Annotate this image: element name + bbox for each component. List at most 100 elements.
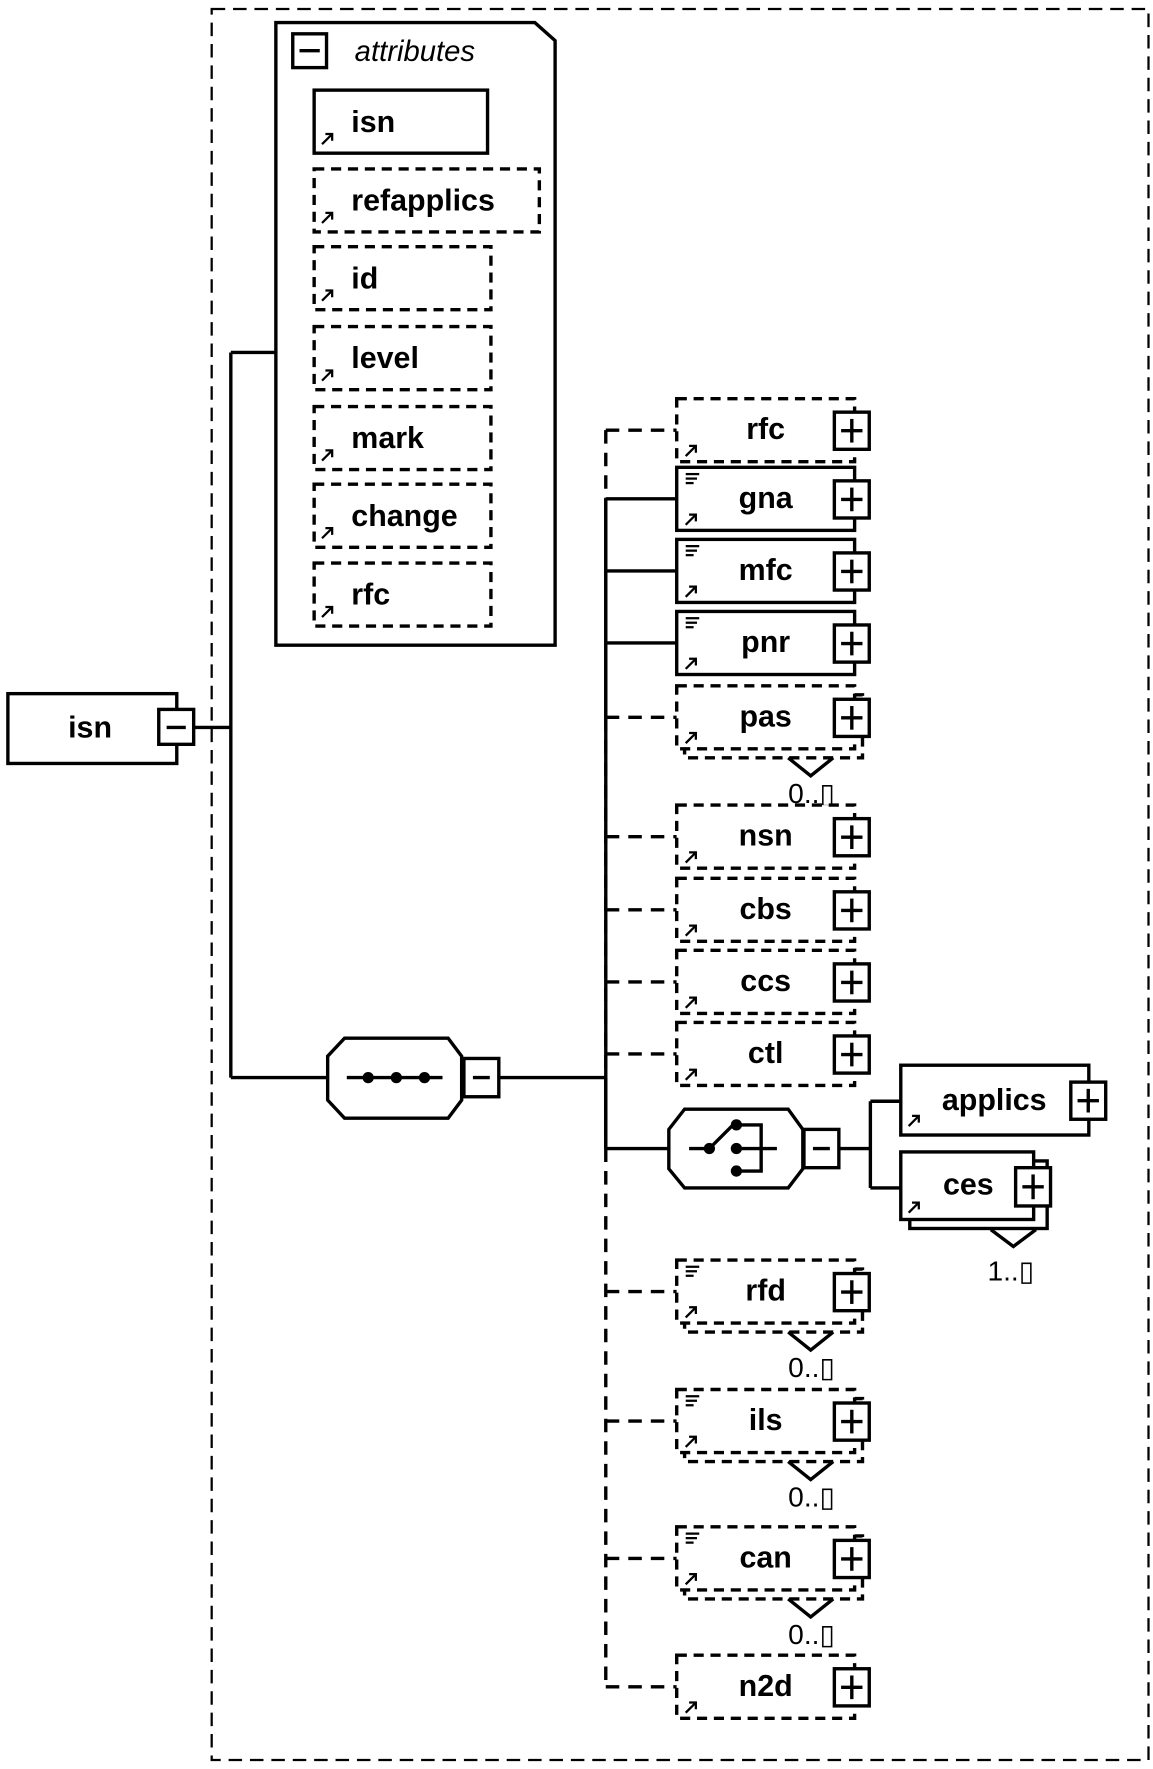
attribute-label: mark bbox=[351, 421, 424, 455]
expand-button[interactable] bbox=[832, 551, 871, 592]
plus-icon bbox=[841, 1042, 863, 1067]
doc-lines-icon bbox=[685, 1395, 700, 1407]
complex-type-border bbox=[210, 7, 1150, 1762]
plus-icon bbox=[841, 418, 863, 443]
element-cbs[interactable]: cbs bbox=[675, 876, 871, 944]
plus-icon bbox=[841, 898, 863, 923]
arrow-link-icon bbox=[321, 605, 334, 618]
doc-lines-icon bbox=[685, 545, 700, 557]
arrow-link-icon bbox=[684, 1306, 697, 1319]
element-ctl[interactable]: ctl bbox=[675, 1020, 871, 1088]
attribute-refapplics[interactable]: refapplics bbox=[312, 167, 542, 234]
occurrence-label: 1..▯ bbox=[987, 1255, 1034, 1286]
plus-icon bbox=[841, 970, 863, 995]
plus-icon bbox=[841, 631, 863, 656]
plus-icon bbox=[841, 559, 863, 584]
arrow-link-icon bbox=[907, 1201, 920, 1214]
attribute-change[interactable]: change bbox=[312, 482, 493, 549]
occurrence-label: 0..▯ bbox=[788, 1619, 835, 1650]
element-nsn[interactable]: nsn bbox=[675, 803, 871, 870]
attribute-label: id bbox=[351, 261, 378, 295]
element-mfc[interactable]: mfc bbox=[675, 537, 871, 605]
expand-button[interactable] bbox=[832, 410, 871, 451]
arrow-link-icon bbox=[684, 731, 697, 744]
attribute-mark[interactable]: mark bbox=[312, 404, 493, 472]
element-applics[interactable]: applics bbox=[899, 1063, 1108, 1137]
expand-button[interactable] bbox=[832, 962, 871, 1003]
attribute-level[interactable]: level bbox=[312, 324, 493, 392]
sequence-collapse-button[interactable] bbox=[462, 1056, 501, 1099]
element-n2d[interactable]: n2d bbox=[675, 1653, 871, 1720]
expand-button[interactable] bbox=[832, 479, 871, 520]
arrow-link-icon bbox=[684, 585, 697, 598]
plus-icon bbox=[841, 1547, 863, 1571]
arrow-link-icon bbox=[684, 444, 697, 457]
attribute-rfc[interactable]: rfc bbox=[312, 561, 493, 628]
element-label: mfc bbox=[739, 553, 793, 587]
plus-icon bbox=[841, 487, 863, 512]
element-pnr[interactable]: pnr bbox=[675, 609, 871, 677]
plus-icon bbox=[841, 706, 863, 730]
expand-button[interactable] bbox=[1069, 1080, 1108, 1121]
attributes-collapse-button[interactable] bbox=[291, 32, 329, 70]
plus-icon bbox=[841, 1409, 863, 1434]
arrow-link-icon bbox=[321, 527, 334, 540]
sequence-compositor[interactable] bbox=[325, 1036, 464, 1120]
element-label: ils bbox=[749, 1403, 783, 1437]
attribute-id[interactable]: id bbox=[312, 244, 493, 312]
element-label: ccs bbox=[740, 964, 791, 998]
element-ccs[interactable]: ccs bbox=[675, 948, 871, 1016]
arrow-link-icon bbox=[684, 513, 697, 526]
arrow-link-icon bbox=[321, 211, 334, 224]
arrow-link-icon bbox=[321, 449, 334, 462]
plus-icon bbox=[841, 1280, 863, 1304]
doc-lines-icon bbox=[685, 1265, 700, 1277]
arrow-link-icon bbox=[684, 1573, 697, 1586]
expand-button[interactable] bbox=[832, 816, 871, 858]
doc-lines-icon bbox=[685, 472, 700, 485]
doc-lines-icon bbox=[685, 617, 700, 629]
doc-lines-icon bbox=[685, 1532, 700, 1544]
sequence-icon bbox=[346, 1071, 443, 1084]
attribute-label: level bbox=[351, 341, 419, 375]
arrow-link-icon bbox=[321, 132, 334, 145]
arrow-link-icon bbox=[321, 369, 334, 382]
attribute-isn[interactable]: isn bbox=[312, 88, 490, 155]
choice-compositor[interactable] bbox=[667, 1107, 805, 1190]
element-rfc[interactable]: rfc bbox=[675, 396, 871, 464]
plus-icon bbox=[1077, 1088, 1099, 1113]
attribute-label: change bbox=[351, 499, 457, 533]
arrow-link-icon bbox=[321, 289, 334, 302]
expand-button[interactable] bbox=[832, 1271, 871, 1313]
expand-button[interactable] bbox=[832, 1034, 871, 1075]
element-label: rfd bbox=[745, 1274, 786, 1308]
arrow-link-icon bbox=[684, 924, 697, 937]
expand-button[interactable] bbox=[832, 1538, 871, 1580]
expand-button[interactable] bbox=[1013, 1165, 1053, 1208]
attribute-label: isn bbox=[351, 105, 395, 139]
root-collapse-button[interactable] bbox=[157, 707, 196, 747]
element-label: pas bbox=[739, 699, 791, 733]
root-element[interactable]: isn bbox=[6, 691, 179, 766]
arrow-link-icon bbox=[907, 1114, 920, 1127]
expand-button[interactable] bbox=[832, 697, 871, 739]
expand-button[interactable] bbox=[832, 890, 871, 931]
element-label: applics bbox=[942, 1083, 1047, 1117]
arrow-link-icon bbox=[684, 1701, 697, 1714]
expand-button[interactable] bbox=[832, 1401, 871, 1442]
expand-button[interactable] bbox=[832, 623, 871, 664]
choice-collapse-button[interactable] bbox=[802, 1127, 841, 1170]
attribute-label: rfc bbox=[351, 578, 390, 612]
element-label: ctl bbox=[748, 1036, 783, 1070]
element-gna[interactable]: gna bbox=[675, 465, 871, 533]
arrow-link-icon bbox=[684, 1068, 697, 1081]
choice-icon bbox=[689, 1119, 777, 1177]
expand-button[interactable] bbox=[832, 1667, 871, 1708]
attributes-title: attributes bbox=[355, 36, 476, 68]
